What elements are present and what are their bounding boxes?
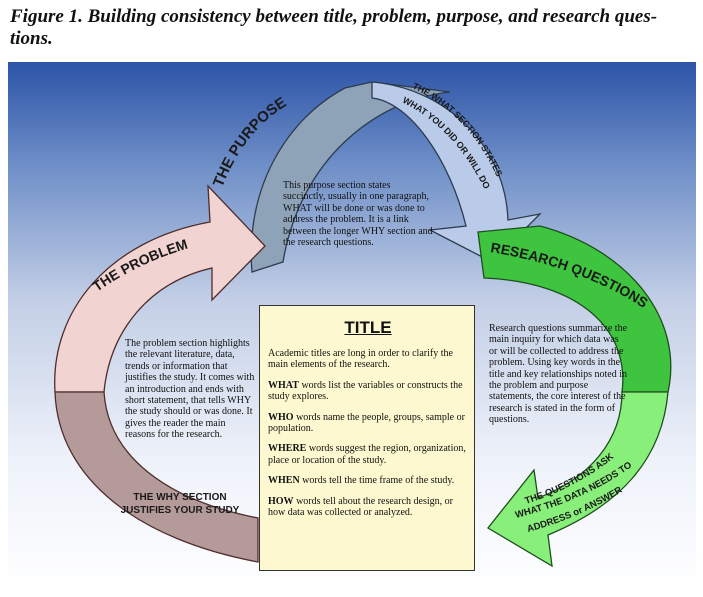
title-item-how: HOW words tell about the research design…	[268, 495, 453, 519]
problem-arrow	[54, 184, 266, 393]
problem-description: The problem section highlights the relev…	[125, 338, 255, 441]
why-section-label-1: THE WHY SECTION	[133, 492, 226, 503]
title-item-when: WHEN words tell the time frame of the st…	[268, 475, 455, 487]
title-heading: TITLE	[344, 318, 392, 337]
title-box: TITLE Academic titles are long in order …	[259, 305, 475, 571]
questions-ask-arrow	[487, 391, 669, 568]
why-section-arrow	[54, 391, 259, 563]
title-intro: Academic titles are long in order to cla…	[268, 348, 453, 371]
purpose-arrow	[250, 81, 451, 273]
title-item-where: WHERE words suggest the region, organiza…	[268, 443, 466, 466]
research-description: Research questions summarize the main in…	[489, 323, 628, 426]
purpose-description: This purpose section states succinctly, …	[283, 180, 433, 249]
figure-caption: Figure 1. Building consistency between t…	[10, 6, 658, 49]
title-item-what: WHAT words list the variables or constru…	[268, 379, 463, 403]
why-section-label-2: JUSTIFIES YOUR STUDY	[121, 505, 240, 516]
title-item-who: WHO words name the people, groups, sampl…	[268, 411, 465, 435]
